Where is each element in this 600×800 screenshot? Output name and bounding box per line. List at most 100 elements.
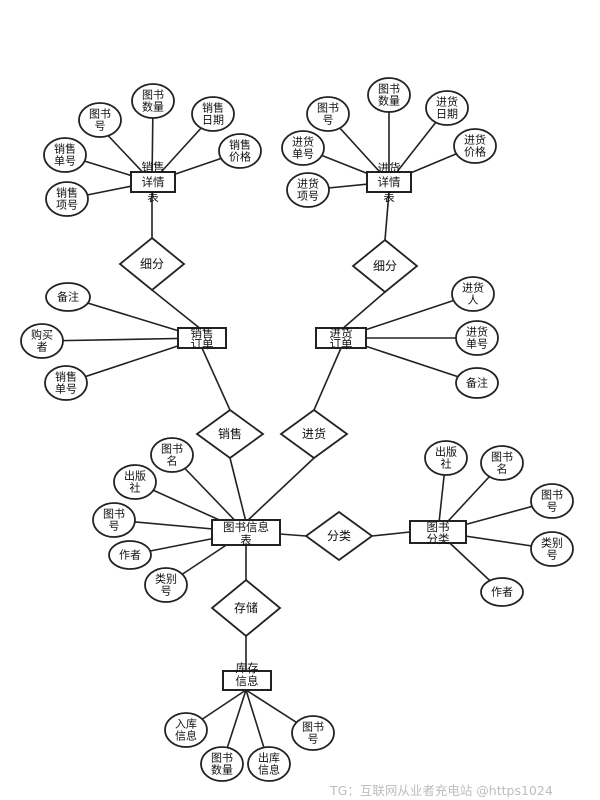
attribute-stock-info-1-label: 信息 <box>175 729 197 743</box>
attribute-book-category-3-label: 号 <box>547 501 558 514</box>
relationship-classify-label: 分类 <box>327 529 351 543</box>
entity-book-info-label: 表 <box>240 533 252 547</box>
attribute-purchase-order-2-label: 进货 <box>466 325 488 339</box>
attribute-purchase-detail-6 <box>286 172 330 208</box>
entity-book-category-label: 分类 <box>427 532 450 546</box>
relationship-split-purchase-label: 细分 <box>373 259 397 273</box>
attribute-stock-info-3-label: 出库 <box>258 751 280 765</box>
attribute-sales-order-1-label: 备注 <box>57 290 79 304</box>
attribute-sales-order-2-label: 者 <box>37 341 48 354</box>
entity-book-info-box <box>211 519 281 546</box>
attribute-sales-detail-5-label: 价格 <box>229 150 251 164</box>
attribute-book-category-2 <box>480 445 524 481</box>
attribute-purchase-detail-3-label: 日期 <box>436 108 458 121</box>
entity-sales-order-box <box>177 327 227 349</box>
entity-book-category-label: 图书 <box>427 520 450 534</box>
attribute-purchase-detail-5-label: 进货 <box>464 133 486 147</box>
relationship-split-sales: 细分 <box>118 236 186 292</box>
attribute-purchase-detail-4 <box>281 130 325 166</box>
relationship-purchase: 进货 <box>279 408 349 460</box>
entity-purchase-detail-label: 进货 <box>378 161 401 175</box>
relationship-split-purchase-diamond <box>351 238 419 294</box>
attribute-sales-detail-4 <box>43 137 87 173</box>
attribute-purchase-detail-4-label: 单号 <box>292 148 314 161</box>
entity-stock-info-label: 信息 <box>236 674 259 688</box>
entity-purchase-order-label: 订单 <box>330 337 353 351</box>
attribute-stock-info-3 <box>247 746 291 782</box>
attribute-book-info-5 <box>144 567 188 603</box>
relationship-purchase-diamond <box>279 408 349 460</box>
attribute-purchase-order-3 <box>455 367 499 399</box>
attribute-sales-order-3-label: 销售 <box>55 370 77 384</box>
attribute-book-category-4-label: 号 <box>547 549 558 562</box>
attribute-purchase-detail-4-label: 进货 <box>292 135 314 149</box>
attribute-sales-detail-1-label: 图书 <box>89 108 111 121</box>
attribute-book-category-2-label: 图书 <box>491 451 513 464</box>
entity-sales-order-label: 销售 <box>191 326 214 340</box>
attribute-sales-order-3 <box>44 365 88 401</box>
entity-purchase-detail-box <box>366 171 412 193</box>
attribute-book-info-2 <box>113 464 157 500</box>
attribute-purchase-order-1-label: 人 <box>468 294 479 307</box>
attribute-book-info-5-label: 号 <box>161 585 172 598</box>
relationship-split-purchase: 细分 <box>351 238 419 294</box>
entity-purchase-order-label: 进货 <box>330 326 353 340</box>
attribute-book-info-1-label: 名 <box>167 454 178 468</box>
attribute-purchase-detail-5-label: 价格 <box>464 145 486 159</box>
attribute-sales-detail-5 <box>218 133 262 169</box>
entity-sales-detail-box <box>130 171 176 193</box>
attribute-book-category-1-label: 出版 <box>435 445 457 459</box>
entity-sales-order-label: 订单 <box>191 337 214 351</box>
entity-sales-detail-label: 销售 <box>142 160 165 174</box>
entity-purchase-order-box <box>315 327 367 349</box>
attribute-purchase-order-1 <box>451 276 495 312</box>
attribute-sales-detail-4-label: 单号 <box>54 155 76 168</box>
relationship-classify: 分类 <box>304 510 374 562</box>
attribute-book-category-5-label: 作者 <box>491 586 513 599</box>
attribute-book-info-5-label: 类别 <box>155 572 177 586</box>
attribute-sales-order-3-label: 单号 <box>55 383 77 396</box>
entity-purchase-detail-label: 表 <box>383 190 395 204</box>
attribute-purchase-detail-6-label: 项号 <box>297 190 319 203</box>
attribute-purchase-order-3-label: 备注 <box>466 376 488 390</box>
attribute-purchase-detail-3-label: 进货 <box>436 95 458 109</box>
attribute-stock-info-2-label: 图书 <box>211 752 233 765</box>
relationship-purchase-label: 进货 <box>302 426 326 441</box>
attribute-sales-detail-6-label: 销售 <box>56 186 78 200</box>
entity-book-info-label: 图书信息 <box>223 520 269 534</box>
attribute-sales-detail-1 <box>78 102 122 138</box>
entity-sales-detail-label: 表 <box>147 190 159 204</box>
attribute-purchase-detail-1 <box>306 96 350 132</box>
attribute-sales-detail-5-label: 销售 <box>229 138 251 152</box>
attribute-sales-detail-2 <box>131 83 175 119</box>
attribute-book-category-4-label: 类别 <box>541 536 563 550</box>
attribute-book-category-2-label: 名 <box>497 462 508 476</box>
attribute-sales-detail-2-label: 图书 <box>142 89 164 102</box>
attributes-purchase-detail: 图书号图书数量进货日期进货单号进货价格进货项号 <box>281 77 497 208</box>
attribute-purchase-order-2 <box>455 320 499 356</box>
relationship-sale-label: 销售 <box>218 426 242 441</box>
attribute-book-info-4-label: 作者 <box>119 549 141 562</box>
relationship-store-label: 存储 <box>234 600 258 615</box>
entity-book-category-box <box>409 520 467 544</box>
attribute-sales-detail-6 <box>45 181 89 217</box>
attribute-purchase-order-1-label: 进货 <box>462 281 484 295</box>
attribute-sales-detail-3 <box>191 96 235 132</box>
relationship-store: 存储 <box>210 578 282 638</box>
entity-purchase-detail-label: 详情 <box>378 175 401 189</box>
relationship-sale-diamond <box>195 408 265 460</box>
attribute-book-info-2-label: 出版 <box>124 469 146 483</box>
attribute-stock-info-4-label: 图书 <box>302 721 324 734</box>
entity-stock-info-box <box>222 670 272 691</box>
attribute-sales-detail-3-label: 销售 <box>202 101 224 115</box>
relationship-split-sales-label: 细分 <box>140 257 164 271</box>
